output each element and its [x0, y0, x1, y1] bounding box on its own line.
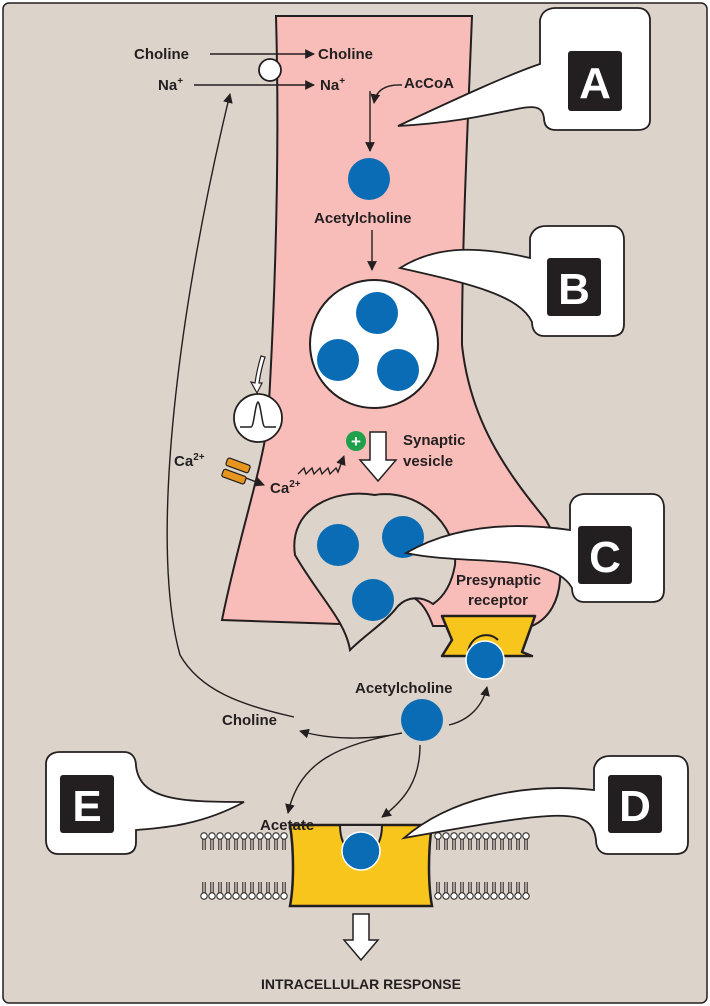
lipid-head: [249, 833, 255, 839]
lipid-head: [475, 893, 481, 899]
lipid-head: [443, 833, 449, 839]
label-synaptic-vesicle-line2: vesicle: [403, 453, 453, 470]
lipid-head: [459, 833, 465, 839]
acetylcholine-in-vesicle: [317, 339, 359, 381]
lipid-head: [435, 893, 441, 899]
acetylcholine-molecule: [348, 158, 390, 200]
lipid-head: [265, 893, 271, 899]
svg-text:D: D: [619, 782, 651, 831]
acetylcholine-in-vesicle: [356, 292, 398, 334]
lipid-head: [507, 833, 513, 839]
lipid-head: [483, 893, 489, 899]
lipid-head: [241, 893, 247, 899]
label-acetylcholine-synthesized: Acetylcholine: [314, 210, 412, 227]
lipid-head: [233, 893, 239, 899]
lipid-head: [233, 833, 239, 839]
svg-text:C: C: [589, 533, 621, 582]
label-choline-recycled: Choline: [222, 712, 277, 729]
label-accoa: AcCoA: [404, 75, 454, 92]
acetylcholine-cleft-molecule: [401, 699, 443, 741]
lipid-head: [523, 833, 529, 839]
acetylcholine-released: [317, 524, 359, 566]
lipid-head: [451, 833, 457, 839]
label-synaptic-vesicle-line1: Synaptic: [403, 432, 466, 449]
svg-text:B: B: [558, 265, 590, 314]
lipid-head: [467, 893, 473, 899]
svg-text:E: E: [72, 782, 101, 831]
lipid-head: [459, 893, 465, 899]
lipid-head: [451, 893, 457, 899]
lipid-head: [515, 833, 521, 839]
label-presynaptic-receptor-line1: Presynaptic: [456, 572, 541, 589]
lipid-head: [249, 893, 255, 899]
lipid-head: [201, 893, 207, 899]
lipid-head: [217, 893, 223, 899]
plus-badge-glyph: +: [351, 432, 361, 451]
choline-transporter-icon: [259, 59, 281, 81]
acetylcholine-bound-presynaptic: [466, 641, 504, 679]
label-choline-inside: Choline: [318, 46, 373, 63]
lipid-head: [225, 893, 231, 899]
lipid-head: [201, 833, 207, 839]
svg-text:A: A: [579, 59, 611, 108]
acetylcholine-in-vesicle: [377, 349, 419, 391]
lipid-head: [515, 893, 521, 899]
label-presynaptic-receptor-line2: receptor: [468, 592, 528, 609]
lipid-head: [435, 833, 441, 839]
label-acetate: Acetate: [260, 817, 314, 834]
lipid-head: [257, 893, 263, 899]
lipid-head: [523, 893, 529, 899]
lipid-head: [483, 833, 489, 839]
lipid-head: [217, 833, 223, 839]
lipid-head: [281, 893, 287, 899]
acetylcholine-bound-postsynaptic: [342, 832, 380, 870]
lipid-head: [499, 893, 505, 899]
lipid-head: [475, 833, 481, 839]
lipid-head: [273, 893, 279, 899]
label-intracellular-response: INTRACELLULAR RESPONSE: [261, 976, 461, 992]
lipid-head: [499, 833, 505, 839]
lipid-head: [491, 833, 497, 839]
lipid-head: [209, 893, 215, 899]
lipid-head: [507, 893, 513, 899]
lipid-head: [443, 893, 449, 899]
label-choline-outside: Choline: [134, 46, 189, 63]
acetylcholine-released: [352, 579, 394, 621]
lipid-head: [241, 833, 247, 839]
lipid-head: [467, 833, 473, 839]
lipid-head: [209, 833, 215, 839]
lipid-head: [491, 893, 497, 899]
lipid-head: [225, 833, 231, 839]
label-acetylcholine-cleft: Acetylcholine: [355, 680, 453, 697]
